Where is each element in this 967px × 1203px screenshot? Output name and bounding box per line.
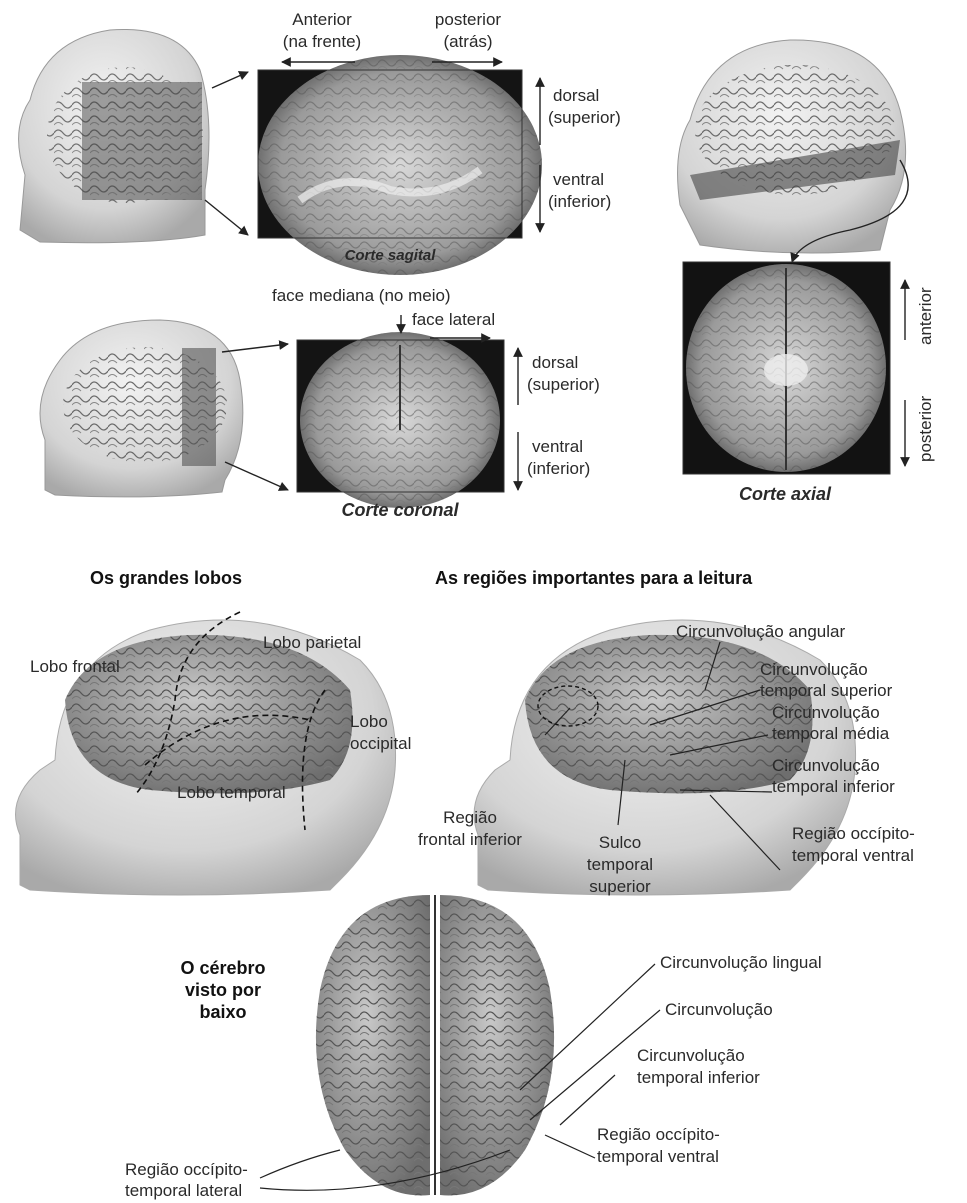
dorsal-label: dorsal: [553, 86, 599, 106]
parietal-lobe-label: Lobo parietal: [263, 633, 361, 653]
lateral-occipitotemporal-label-line2: temporal lateral: [125, 1181, 242, 1201]
posterior-axial-label: posterior: [916, 396, 936, 462]
frontal-lobe-label: Lobo frontal: [30, 657, 120, 677]
pointer-arrow: [222, 344, 288, 352]
mri-coronal-image: [297, 332, 504, 508]
superior-temporal-sulcus-label-line3: superior: [560, 877, 680, 897]
lingual-gyrus-label: Circunvolução lingual: [660, 953, 822, 973]
anterior-axial-label: anterior: [916, 287, 936, 345]
temporal-lobe-label: Lobo temporal: [177, 783, 286, 803]
superior-temporal-gyrus-label-line1: Circunvolução: [760, 660, 868, 680]
head-sagittal-illustration: [19, 30, 209, 243]
dorsal-label: dorsal: [532, 353, 578, 373]
ventral-sub-label: (inferior): [527, 459, 590, 479]
posterior-label: posterior: [418, 10, 518, 30]
gyrus-label: Circunvolução: [665, 1000, 773, 1020]
bottom-view-title-line3: baixo: [168, 1002, 278, 1022]
mri-axial-image: [683, 262, 890, 474]
dorsal-sub-label: (superior): [527, 375, 600, 395]
pointer-arrow: [212, 72, 248, 88]
head-axial-illustration: [678, 40, 906, 253]
ventral-label: ventral: [532, 437, 583, 457]
axial-caption: Corte axial: [690, 484, 880, 504]
ventral-occipitotemporal-label-line2: temporal ventral: [597, 1147, 719, 1167]
sagittal-caption: Corte sagital: [300, 246, 480, 266]
inferior-temporal-gyrus-label-line1: Circunvolução: [772, 756, 880, 776]
middle-temporal-gyrus-label-line2: temporal média: [772, 724, 889, 744]
ventral-sub-label: (inferior): [548, 192, 611, 212]
occipital-lobe-label-line1: Lobo: [350, 712, 388, 732]
bottom-view-title-line2: visto por: [168, 980, 278, 1000]
brain-ventral-illustration: [316, 895, 554, 1195]
lobes-title: Os grandes lobos: [90, 568, 242, 588]
pointer-arrow: [205, 200, 248, 235]
pointer-arrow: [225, 462, 288, 490]
ventral-occipitotemporal-label-line2: temporal ventral: [792, 846, 914, 866]
inferior-frontal-region-label-line2: frontal inferior: [400, 830, 540, 850]
superior-temporal-sulcus-label-line1: Sulco: [560, 833, 680, 853]
anterior-sub-label: (na frente): [262, 32, 382, 52]
inferior-temporal-gyrus-label-line2: temporal inferior: [637, 1068, 760, 1088]
inferior-frontal-region-label-line1: Região: [400, 808, 540, 828]
head-coronal-illustration: [40, 320, 243, 497]
inferior-temporal-gyrus-label-line2: temporal inferior: [772, 777, 895, 797]
superior-temporal-gyrus-label-line2: temporal superior: [760, 681, 892, 701]
coronal-caption: Corte coronal: [300, 500, 500, 520]
posterior-sub-label: (atrás): [418, 32, 518, 52]
ventral-label: ventral: [553, 170, 604, 190]
lateral-occipitotemporal-label-line1: Região occípito-: [125, 1160, 248, 1180]
head-lobes-illustration: [16, 612, 396, 895]
lateral-face-label: face lateral: [412, 310, 495, 330]
dorsal-sub-label: (superior): [548, 108, 621, 128]
reading-title: As regiões importantes para a leitura: [435, 568, 752, 588]
mri-sagittal-image: [258, 55, 542, 275]
angular-gyrus-label: Circunvolução angular: [676, 622, 845, 642]
inferior-temporal-gyrus-label-line1: Circunvolução: [637, 1046, 745, 1066]
superior-temporal-sulcus-label-line2: temporal: [560, 855, 680, 875]
ventral-occipitotemporal-label-line1: Região occípito-: [792, 824, 915, 844]
anterior-label: Anterior: [272, 10, 372, 30]
middle-temporal-gyrus-label-line1: Circunvolução: [772, 703, 880, 723]
occipital-lobe-label-line2: occipital: [350, 734, 411, 754]
ventral-occipitotemporal-label-line1: Região occípito-: [597, 1125, 720, 1145]
bottom-view-title-line1: O cérebro: [168, 958, 278, 978]
median-face-label: face mediana (no meio): [272, 286, 451, 306]
